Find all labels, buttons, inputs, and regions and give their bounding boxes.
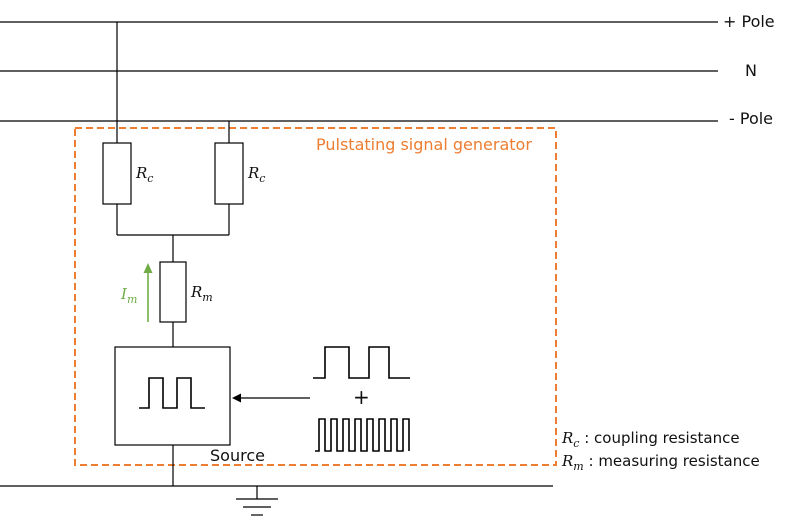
generator-title: Pulstating signal generator	[316, 135, 532, 154]
input-arrow-head	[232, 393, 241, 403]
legend-rm: Rm : measuring resistance	[561, 452, 760, 473]
generator-boundary	[74, 127, 557, 466]
coupling-resistor-left	[102, 142, 132, 205]
plus-sign: +	[353, 385, 370, 409]
measuring-resistor	[159, 261, 187, 323]
source-box	[114, 346, 231, 446]
minus-pole-label: - Pole	[729, 109, 773, 128]
coupling-resistor-right	[214, 142, 244, 205]
source-waveform	[139, 377, 205, 409]
source-label: Source	[210, 446, 265, 465]
rm-label: Rm	[190, 283, 213, 304]
neutral-label: N	[745, 61, 757, 80]
current-arrow-head	[143, 263, 153, 273]
rc-left-label: Rc	[135, 164, 153, 185]
slow-pulse-waveform	[313, 346, 410, 379]
plus-pole-label: + Pole	[723, 12, 775, 31]
fast-pulse-waveform	[315, 418, 410, 452]
rc-right-label: Rc	[247, 164, 265, 185]
current-label: Im	[120, 285, 137, 306]
legend-rc: Rc : coupling resistance	[561, 429, 740, 450]
